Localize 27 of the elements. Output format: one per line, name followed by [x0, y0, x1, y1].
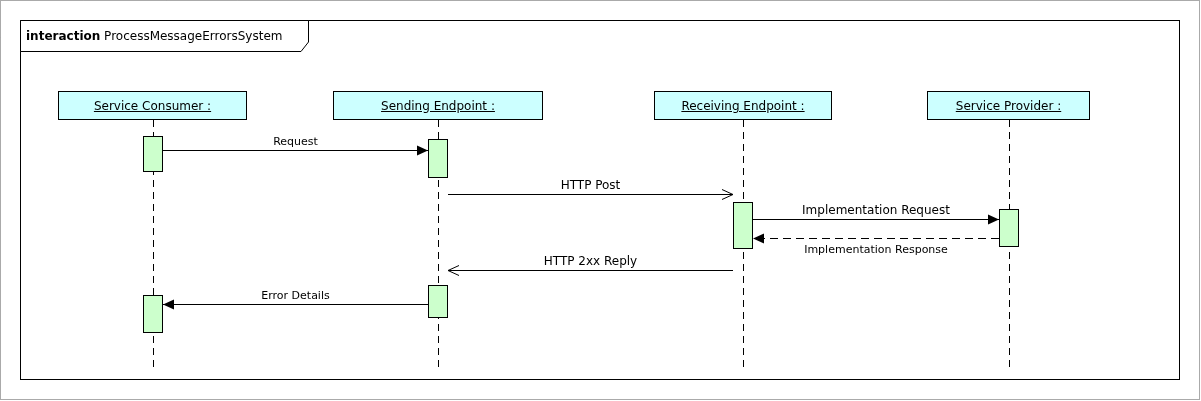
- lifeline-head: [927, 91, 1090, 120]
- lifeline-head: [654, 91, 832, 120]
- lifeline-name: Service Provider :: [955, 98, 1062, 113]
- message-label: Request: [271, 134, 320, 148]
- message-label: Error Details: [259, 288, 332, 302]
- activation-bar: [428, 139, 448, 178]
- message-label: HTTP 2xx Reply: [541, 254, 640, 268]
- message-arrow: [447, 189, 734, 200]
- activation-bar: [143, 295, 163, 333]
- message-label: HTTP Post: [558, 178, 623, 192]
- return-message-arrow: [752, 233, 1000, 244]
- activation-bar: [999, 209, 1019, 247]
- lifeline-head: [58, 91, 247, 120]
- frame-title: interaction ProcessMessageErrorsSystem: [26, 29, 283, 43]
- message-label: Implementation Response: [802, 242, 950, 256]
- activation-bar: [428, 285, 448, 318]
- lifeline-name: Sending Endpoint :: [381, 98, 495, 113]
- message-arrow: [447, 265, 734, 276]
- message-arrow: [162, 299, 429, 310]
- message-arrow: [752, 214, 1000, 225]
- lifeline-name: Receiving Endpoint :: [681, 98, 805, 113]
- activation-bar: [143, 136, 163, 172]
- activation-bar: [733, 202, 753, 249]
- message-label: Implementation Request: [800, 203, 952, 217]
- lifeline-head: [333, 91, 543, 120]
- lifeline-name: Service Consumer :: [93, 98, 212, 113]
- message-arrow: [162, 145, 429, 156]
